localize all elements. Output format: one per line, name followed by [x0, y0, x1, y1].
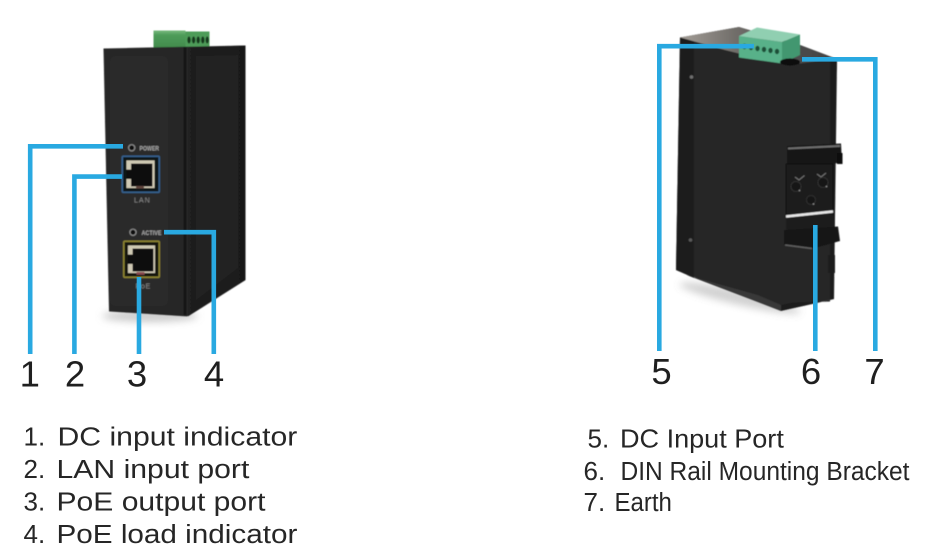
- svg-text:5.: 5.: [588, 424, 610, 454]
- svg-text:7.: 7.: [584, 487, 606, 517]
- svg-text:PoE: PoE: [136, 282, 151, 291]
- svg-text:1.: 1.: [24, 422, 46, 452]
- svg-text:4: 4: [204, 354, 224, 395]
- svg-text:POWER: POWER: [140, 146, 160, 153]
- svg-text:1: 1: [20, 354, 40, 395]
- svg-text:3: 3: [127, 354, 147, 395]
- svg-text:DC Input Port: DC Input Port: [620, 424, 784, 453]
- svg-text:DC input indicator: DC input indicator: [58, 422, 298, 452]
- svg-text:LAN input port: LAN input port: [57, 454, 250, 484]
- svg-text:6: 6: [801, 351, 821, 392]
- svg-text:4.: 4.: [24, 519, 46, 549]
- svg-text:5: 5: [651, 351, 671, 392]
- svg-text:Earth: Earth: [615, 488, 672, 517]
- svg-text:7: 7: [864, 351, 884, 392]
- svg-text:2: 2: [65, 354, 85, 395]
- svg-text:DIN Rail Mounting Bracket: DIN Rail Mounting Bracket: [621, 457, 910, 486]
- svg-text:LAN: LAN: [134, 196, 151, 205]
- svg-text:3.: 3.: [24, 487, 46, 517]
- svg-text:2.: 2.: [24, 454, 46, 484]
- svg-text:PoE load indicator: PoE load indicator: [57, 520, 298, 549]
- svg-text:PoE output port: PoE output port: [57, 487, 266, 516]
- svg-text:6.: 6.: [584, 456, 606, 486]
- svg-text:ACTIVE: ACTIVE: [142, 230, 162, 237]
